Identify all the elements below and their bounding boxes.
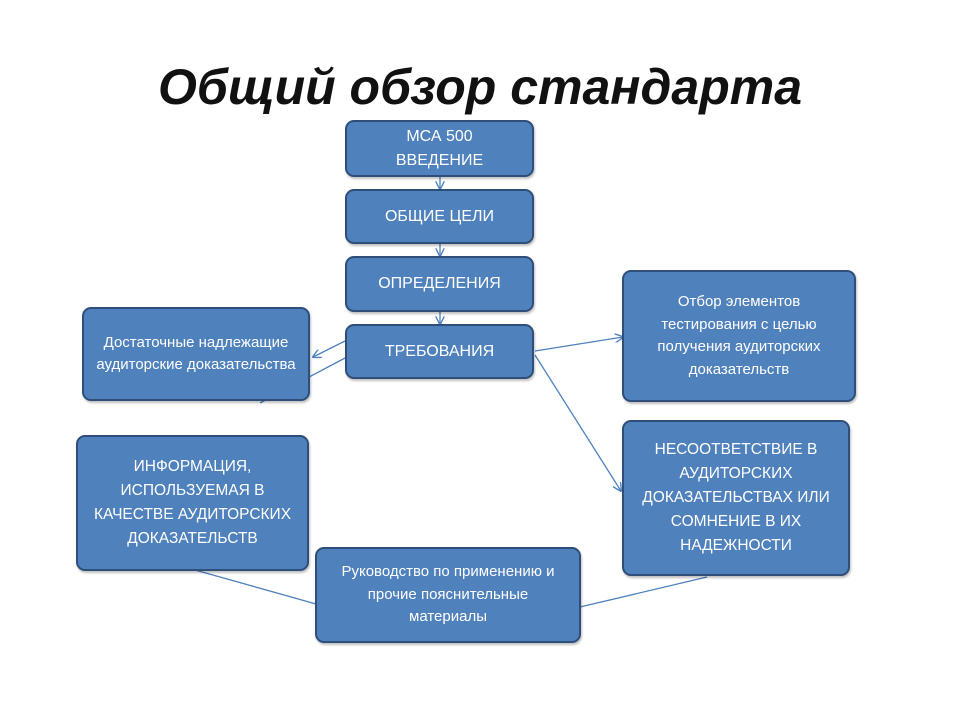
general-goals-node: ОБЩИЕ ЦЕЛИ	[345, 189, 534, 244]
arrow-requirements-to-selecting	[534, 337, 623, 352]
slide-title: Общий обзор стандарта	[157, 59, 803, 115]
arrow-requirements-to-inconsistency	[534, 354, 621, 491]
line-guidance-to-inconsistency	[579, 576, 708, 608]
inconsistency-node: НЕСООТВЕТСТВИЕ В АУДИТОРСКИХ ДОКАЗАТЕЛЬС…	[622, 420, 850, 576]
definitions-label: ОПРЕДЕЛЕНИЯ	[378, 275, 501, 292]
inconsistency-label: НЕСООТВЕТСТВИЕ В АУДИТОРСКИХ ДОКАЗАТЕЛЬС…	[642, 440, 830, 555]
arrow-requirements-to-sufficient	[313, 340, 346, 357]
selecting-items-label: Отбор элементов тестирования с целью пол…	[657, 293, 821, 378]
information-as-evidence-label: ИНФОРМАЦИЯ, ИСПОЛЬЗУЕМАЯ В КАЧЕСТВЕ АУДИ…	[93, 457, 292, 548]
guidance-label: Руководство по применению и прочие поясн…	[341, 563, 555, 626]
selecting-items-node: Отбор элементов тестирования с целью пол…	[622, 270, 856, 402]
information-as-evidence-node: ИНФОРМАЦИЯ, ИСПОЛЬЗУЕМАЯ В КАЧЕСТВЕ АУДИ…	[76, 435, 309, 571]
intro-node: МСА 500 ВВЕДЕНИЕ	[345, 120, 534, 177]
requirements-label: ТРЕБОВАНИЯ	[384, 342, 495, 360]
guidance-node: Руководство по применению и прочие поясн…	[315, 547, 581, 643]
requirements-node: ТРЕБОВАНИЯ	[345, 324, 534, 379]
general-goals-label: ОБЩИЕ ЦЕЛИ	[384, 207, 495, 225]
intro-label: МСА 500 ВВЕДЕНИЕ	[395, 127, 484, 169]
sufficient-evidence-node: Достаточные надлежащие аудиторские доказ…	[82, 307, 310, 401]
definitions-node: ОПРЕДЕЛЕНИЯ	[345, 256, 534, 312]
sufficient-evidence-label: Достаточные надлежащие аудиторские доказ…	[96, 334, 296, 373]
line-information-to-guidance	[194, 569, 317, 605]
